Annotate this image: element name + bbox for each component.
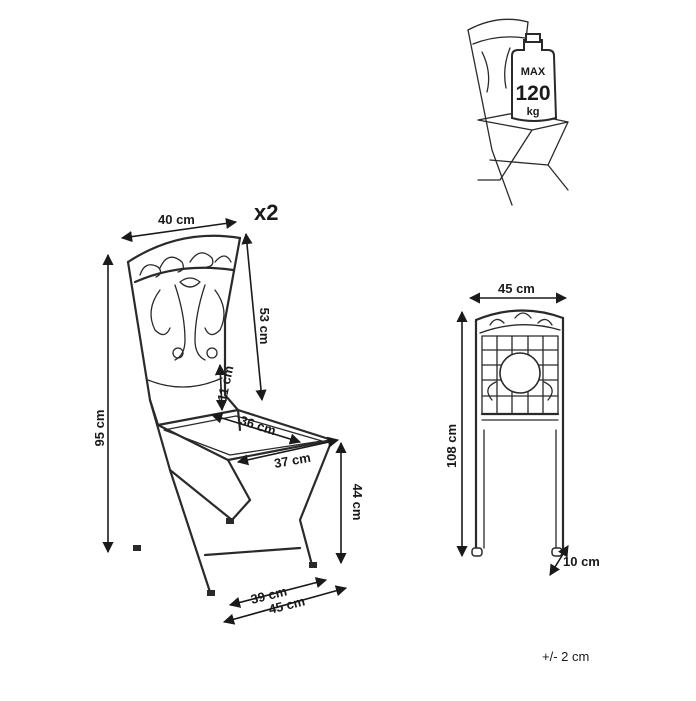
dim-height-total: 95 cm [92, 410, 107, 447]
dim-width-top: 40 cm [158, 212, 195, 227]
dim-folded-thickness: 10 cm [563, 554, 600, 569]
weight-badge-max: MAX [521, 66, 546, 78]
chair-foot [133, 545, 141, 551]
main-dimension-lines [102, 217, 348, 625]
weight-badge: MAX 120 kg [511, 33, 558, 122]
dim-folded-width: 45 cm [498, 281, 535, 296]
quantity-label: x2 [254, 200, 278, 225]
dim-folded-height: 108 cm [444, 424, 459, 468]
dim-seat-width: 37 cm [273, 450, 312, 471]
weight-badge-unit: kg [527, 106, 540, 118]
weight-badge-value: 120 [515, 82, 550, 105]
folded-dimension-lines [456, 292, 569, 576]
dim-armrest-gap: 11 cm [214, 364, 236, 402]
dim-backrest-height: 53 cm [257, 308, 272, 345]
main-chair-drawing [126, 234, 334, 596]
chair-foot [226, 518, 234, 524]
chair-foot [207, 590, 215, 596]
chair-foot [309, 562, 317, 568]
dim-seat-height: 44 cm [350, 484, 365, 521]
folded-chair-drawing [471, 309, 565, 557]
tolerance-note: +/- 2 cm [542, 649, 589, 664]
